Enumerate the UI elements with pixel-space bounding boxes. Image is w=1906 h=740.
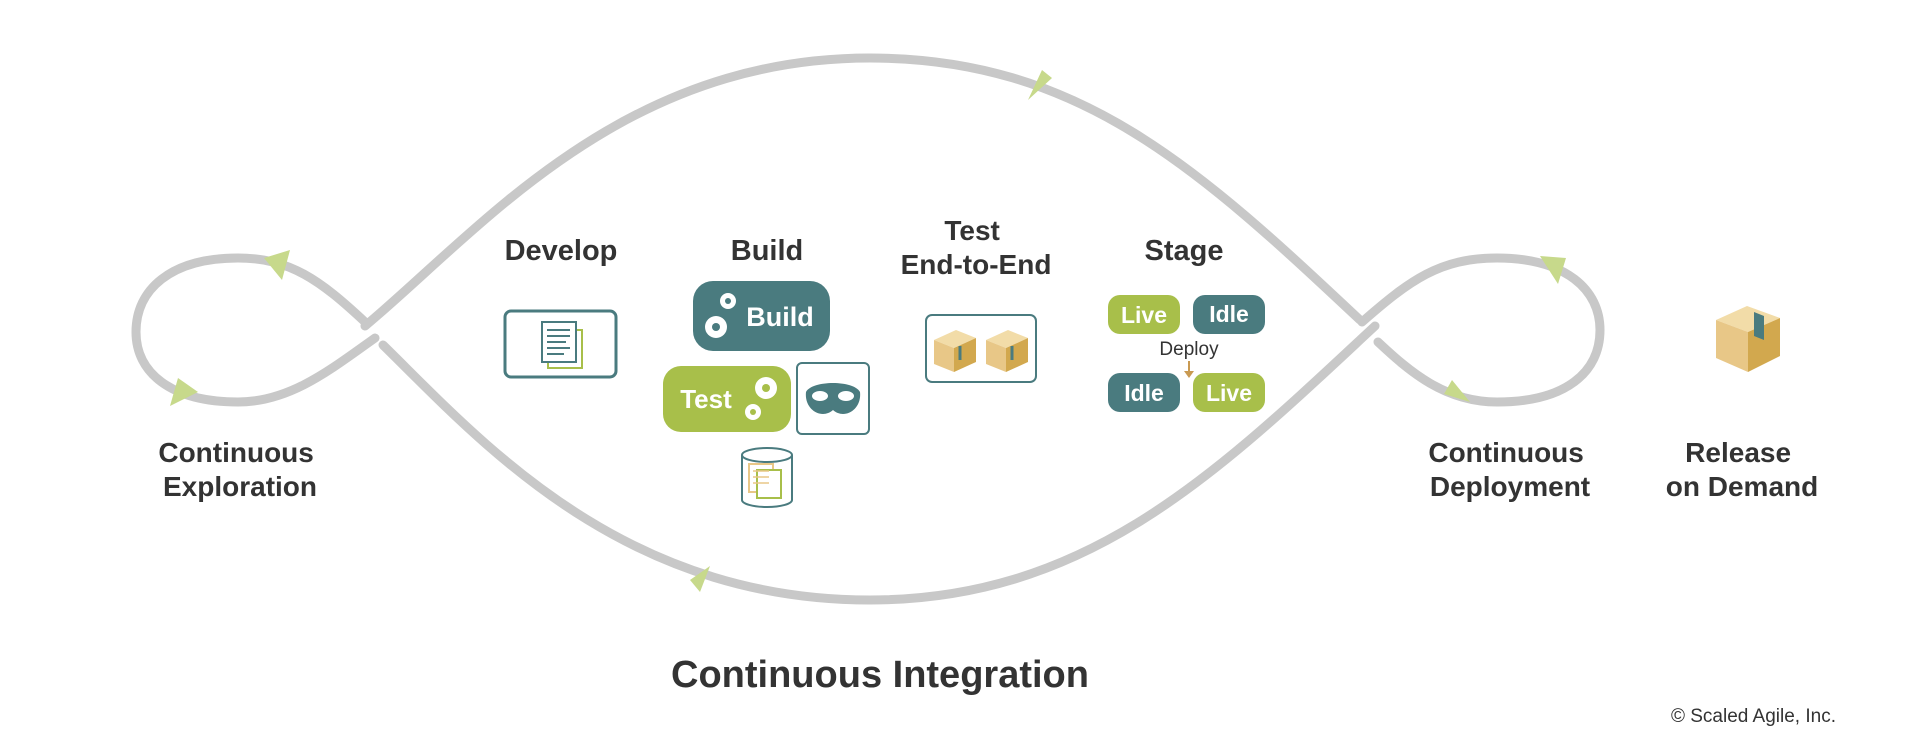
idle-pill	[1193, 295, 1265, 334]
test-e2e-label: Test End-to-End	[901, 215, 1052, 280]
arrow-icon	[1444, 380, 1470, 402]
continuous-integration-loop	[360, 53, 1380, 605]
arrow-icon	[1540, 256, 1566, 284]
develop-label: Develop	[505, 235, 618, 267]
arrow-icon	[690, 566, 710, 592]
live-pill	[1108, 295, 1180, 334]
idle-pill-label: Idle	[1209, 301, 1249, 327]
database-icon	[741, 447, 793, 508]
arrow-icon	[264, 250, 290, 280]
live-pill	[1193, 373, 1265, 412]
release-label: Release on Demand	[1666, 437, 1818, 502]
live-pill-label: Live	[1121, 302, 1167, 328]
release-package-icon	[1716, 306, 1780, 372]
live-pill-label: Live	[1206, 380, 1252, 406]
arrow-icon	[170, 378, 198, 406]
stage-environments: Live Idle Deploy Idle Live	[1108, 295, 1265, 412]
arrow-icon	[1028, 70, 1052, 100]
exploration-label: Continuous Exploration	[158, 437, 321, 502]
idle-pill	[1108, 373, 1180, 412]
stage-label: Stage	[1145, 235, 1224, 267]
package-icon	[934, 330, 976, 372]
test-e2e-package-icons	[925, 314, 1037, 383]
develop-document-icon	[503, 309, 618, 379]
continuous-integration-title: Continuous Integration	[671, 654, 1089, 696]
build-label: Build	[731, 235, 804, 267]
mask-icon	[796, 362, 870, 435]
flow-arrows	[170, 70, 1566, 592]
down-arrow-icon	[1184, 361, 1194, 378]
test-pill: Test	[663, 366, 791, 432]
copyright-notice: © Scaled Agile, Inc.	[1671, 706, 1836, 727]
exploration-loop	[131, 253, 380, 407]
build-pill-label: Build	[746, 302, 814, 332]
idle-pill-label: Idle	[1124, 380, 1164, 406]
deployment-loop	[1357, 253, 1605, 407]
build-pill: Build	[693, 281, 830, 351]
deployment-label: Continuous Deployment	[1428, 437, 1591, 502]
package-icon	[986, 330, 1028, 372]
deploy-label: Deploy	[1159, 339, 1219, 360]
test-pill-label: Test	[680, 384, 732, 414]
